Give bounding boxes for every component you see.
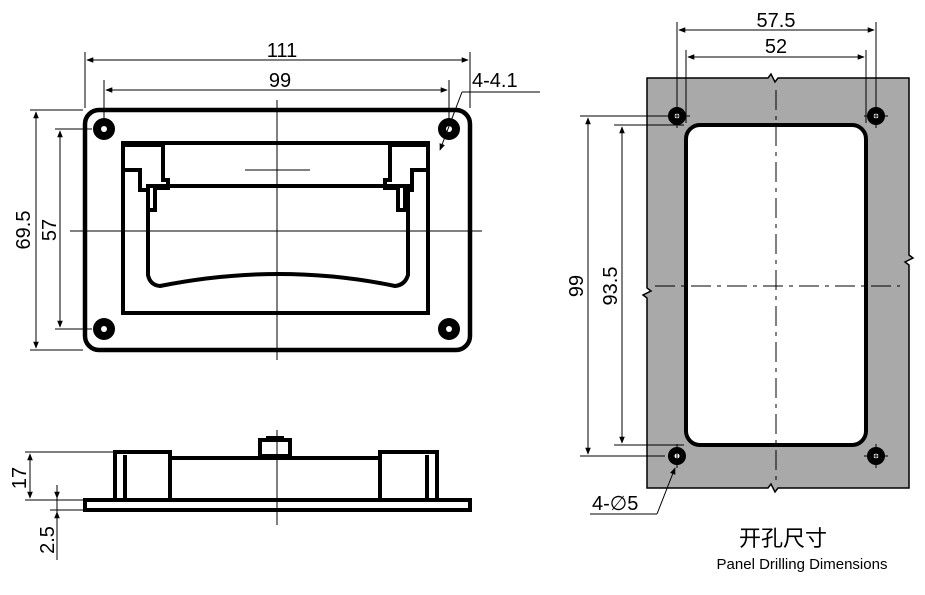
handle-outline xyxy=(146,184,410,289)
panel-cutout-view: 57.5 52 99 93.5 4-∅5 开孔尺寸 Panel Drilling… xyxy=(566,10,915,573)
dim-cutout-width: 52 xyxy=(765,36,787,58)
left-bracket xyxy=(123,143,170,212)
dim-side-height: 17 xyxy=(9,467,31,489)
side-body xyxy=(113,450,172,500)
caption-chinese: 开孔尺寸 xyxy=(739,527,827,552)
front-view: 111 99 4-4.1 69.5 57 xyxy=(13,40,540,360)
dim-hole-spacing-height: 99 xyxy=(566,275,588,297)
right-bracket xyxy=(383,143,428,212)
hole-callout-panel: 4-∅5 xyxy=(592,493,638,515)
dim-hole-spacing-width: 57.5 xyxy=(757,10,796,32)
hole-callout-front: 4-4.1 xyxy=(472,70,518,92)
side-knob xyxy=(258,438,292,458)
dim-cutout-height: 93.5 xyxy=(600,267,622,306)
dim-inner-width: 99 xyxy=(269,70,291,92)
dim-plate-thickness: 2.5 xyxy=(37,526,59,554)
side-view: 17 2.5 xyxy=(9,430,472,560)
mounting-holes-front xyxy=(93,118,460,340)
dim-overall-width: 111 xyxy=(267,40,297,62)
front-inner-frame xyxy=(121,141,430,315)
dim-inner-height: 57 xyxy=(39,219,61,241)
caption-english: Panel Drilling Dimensions xyxy=(717,556,888,573)
dim-overall-height: 69.5 xyxy=(13,211,35,250)
